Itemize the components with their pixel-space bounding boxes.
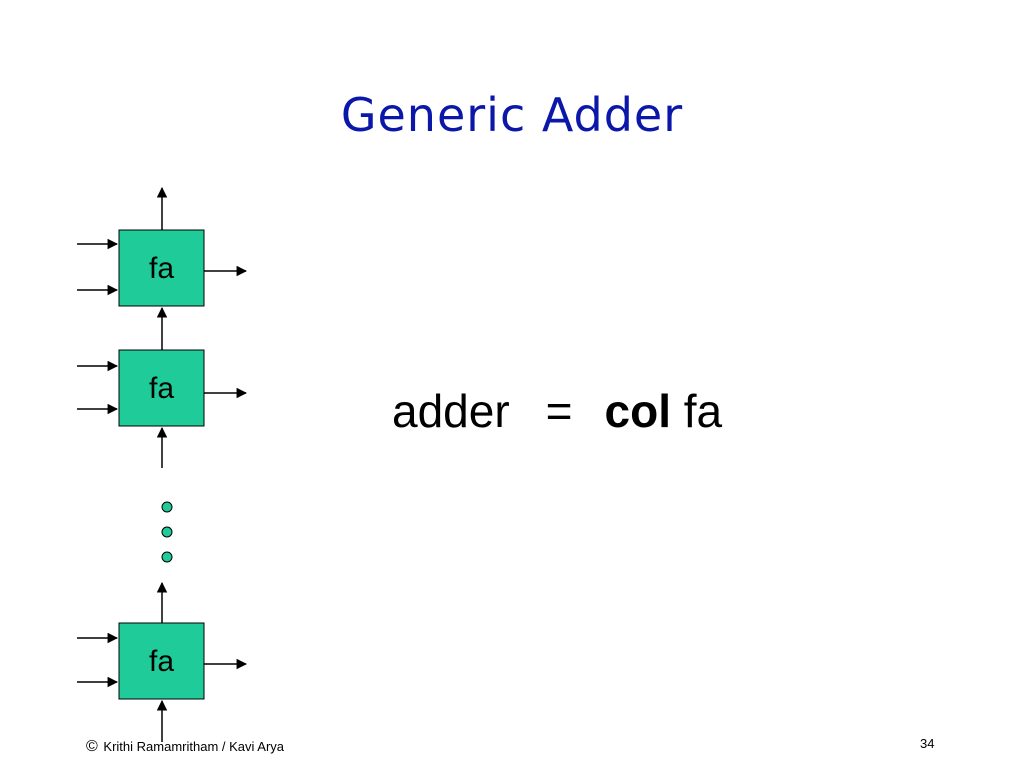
footer-authors: Krithi Ramamritham / Kavi Arya (103, 739, 285, 754)
fa-block-label: fa (149, 252, 174, 285)
equation-lhs: adder (392, 385, 510, 437)
footer-credit: © Krithi Ramamritham / Kavi Arya (86, 738, 284, 756)
equation-operator: = (545, 385, 573, 437)
fa-block-2: fa (77, 349, 248, 427)
equation-rhs: fa (683, 385, 723, 437)
slide-title: Generic Adder (340, 88, 684, 142)
page-number: 34 (920, 736, 935, 751)
copyright-icon: © (86, 738, 98, 755)
fa-block-label: fa (149, 372, 174, 405)
ellipsis-dot (161, 551, 173, 563)
fa-block-3: fa (77, 622, 248, 700)
adder-equation: adder = col fa (392, 384, 722, 438)
fa-block-label: fa (149, 645, 174, 678)
fa-block-1: fa (77, 229, 248, 307)
equation-keyword: col (604, 385, 671, 437)
ellipsis-dot (161, 526, 173, 538)
ellipsis-dot (161, 501, 173, 513)
